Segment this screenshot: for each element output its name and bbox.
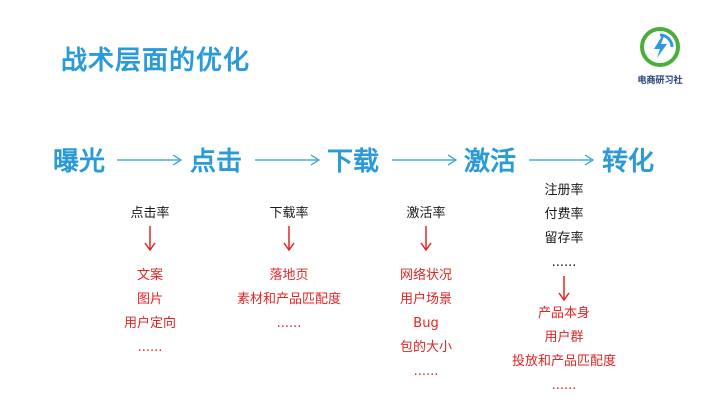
slide-title: 战术层面的优化 bbox=[61, 46, 251, 76]
metric-activation-rate: 激活率 bbox=[406, 206, 446, 221]
factor-item: 落地页 bbox=[269, 268, 309, 283]
factor-item: ...... bbox=[551, 378, 577, 393]
factors-activation: 网络状况 用户场景 Bug 包的大小 ...... bbox=[400, 264, 452, 384]
factors-conversion: 产品本身 用户群 投放和产品匹配度 ...... bbox=[512, 302, 616, 398]
factors-click: 文案 图片 用户定向 ...... bbox=[124, 264, 176, 360]
factor-item: Bug bbox=[413, 316, 439, 331]
metric-click-rate: 点击率 bbox=[130, 206, 170, 221]
factor-item: 包的大小 bbox=[399, 340, 453, 355]
factor-item: 投放和产品匹配度 bbox=[511, 354, 617, 369]
stage-conversion: 转化 bbox=[602, 147, 655, 177]
factor-item: 用户群 bbox=[544, 330, 584, 345]
stage-exposure: 曝光 bbox=[53, 147, 106, 177]
factor-item: 素材和产品匹配度 bbox=[236, 292, 342, 307]
flow-arrow-icon bbox=[117, 154, 183, 166]
metric-payment-rate: 付费率 bbox=[544, 207, 584, 222]
factor-item: ...... bbox=[137, 340, 163, 355]
brand-logo: 电商研习社 bbox=[636, 27, 684, 89]
factor-item: 文案 bbox=[136, 268, 164, 283]
factors-download: 落地页 素材和产品匹配度 ...... bbox=[237, 264, 341, 336]
factor-item: 用户场景 bbox=[399, 292, 453, 307]
factor-item: 产品本身 bbox=[537, 306, 591, 321]
metric-conversion-list: 注册率 付费率 留存率 ...... bbox=[544, 179, 583, 275]
down-arrow-icon bbox=[283, 226, 295, 252]
metric-retention-rate: 留存率 bbox=[544, 231, 584, 246]
factor-item: ...... bbox=[413, 364, 439, 379]
factor-item: 网络状况 bbox=[399, 268, 453, 283]
flow-arrow-icon bbox=[255, 154, 321, 166]
metric-download-rate: 下载率 bbox=[269, 206, 309, 221]
down-arrow-icon bbox=[558, 276, 570, 302]
flow-arrow-icon bbox=[392, 154, 458, 166]
factor-item: 用户定向 bbox=[123, 316, 177, 331]
down-arrow-icon bbox=[420, 226, 432, 252]
stage-click: 点击 bbox=[190, 147, 243, 177]
factor-item: ...... bbox=[276, 316, 302, 331]
logo-text: 电商研习社 bbox=[637, 76, 683, 86]
stage-activation: 激活 bbox=[464, 147, 517, 177]
flow-arrow-icon bbox=[529, 154, 595, 166]
factor-item: 图片 bbox=[136, 292, 164, 307]
down-arrow-icon bbox=[144, 226, 156, 252]
stage-download: 下载 bbox=[327, 147, 380, 177]
metric-ellipsis: ...... bbox=[551, 255, 577, 270]
metric-registration-rate: 注册率 bbox=[544, 183, 584, 198]
lightning-circle-logo-icon bbox=[640, 27, 680, 67]
